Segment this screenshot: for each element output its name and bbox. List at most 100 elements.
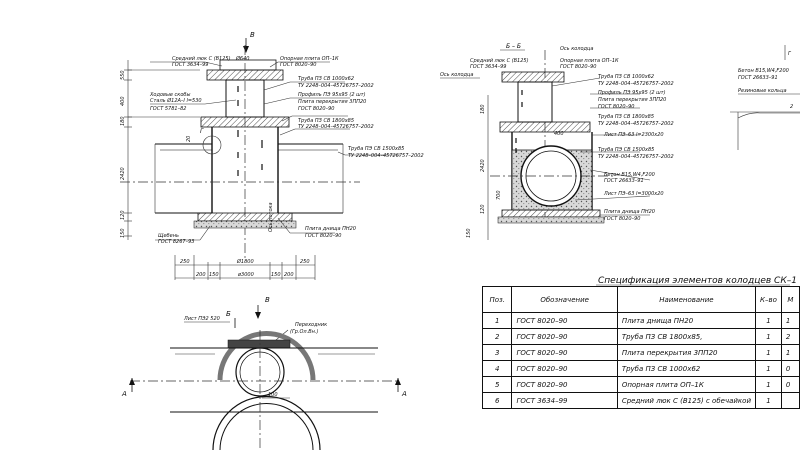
- col-code: Обозначение: [511, 286, 618, 313]
- row-qty: 1: [755, 344, 782, 361]
- row-code: ГОСТ 8020–90: [511, 376, 618, 393]
- label-well-axis-top: Ось колодца: [560, 46, 593, 52]
- row-name: Опорная плита ОП–1К: [616, 376, 757, 393]
- label-reducer-a: Переходник: [295, 322, 327, 328]
- label-pipe2-a-bb: Труба ПЗ СВ 1800х85: [598, 114, 654, 120]
- section-view-bb: Б – Б Ось колодца Средний люк С (В125) Г…: [440, 43, 674, 240]
- dim-h-200-right: 200: [284, 272, 294, 278]
- plan-mark-a-left: А: [121, 390, 127, 398]
- label-concrete-a-bb: Бетон В15,W4,F200: [604, 172, 655, 178]
- row-mass: 0: [780, 360, 800, 377]
- dim-v-550: 550: [120, 70, 126, 80]
- label-pipe3-b-bb: ТУ 2248–004–45726757–2002: [598, 154, 674, 160]
- label-rim-dim: Ø640: [235, 55, 249, 62]
- label-slab-top-b-bb: ГОСТ 8020–90: [560, 64, 596, 70]
- label-slab-top-a: Опорная плита ОП–1К: [280, 56, 339, 62]
- detail-mark-g: Г: [200, 128, 204, 135]
- dim-h-200-left: 200: [196, 272, 206, 278]
- label-bottom-a: Плита днища ПН20: [305, 226, 356, 232]
- label-reducer-b: (Гр.Ол.Вн.): [290, 329, 319, 335]
- dim-20: 20: [186, 136, 192, 142]
- row-qty: 1: [755, 328, 782, 345]
- bottom-slab-bb: [501, 209, 601, 218]
- label-rods-b: Сталь Ø12А–I l=530: [150, 97, 202, 104]
- dim-bb-400: 400: [554, 131, 564, 137]
- label-prof: Профиль ПЭ 95х95 (2 шт): [298, 92, 366, 98]
- label-rods-c: ГОСТ 5781–82: [150, 106, 186, 112]
- label-pipe2-a: Труба ПЗ СВ 1800х85: [298, 118, 354, 124]
- plan-view: В Б Лист ПЭ2 520 Переходник (Гр.Ол.Вн.) …: [121, 296, 407, 450]
- dim-bb-120: 120: [480, 204, 486, 214]
- plan-arrow-head-v: [255, 312, 261, 319]
- ladder-rungs: [237, 86, 263, 176]
- dim-v-150: 150: [120, 228, 126, 238]
- label-cover-a: Плита перекрытия 3ПП20: [298, 99, 366, 105]
- detail-mark-g-right: Г: [788, 51, 792, 57]
- outer-ring-inner: [219, 403, 314, 450]
- leader-lines-bb: [551, 77, 651, 216]
- label-slab-top-a-bb: Опорная плита ОП–1К: [560, 58, 619, 64]
- plan-arrow-head-a-left: [129, 378, 135, 385]
- row-pos: 3: [481, 344, 513, 361]
- row-mass: 1: [780, 312, 800, 329]
- arrow-head: [243, 46, 249, 53]
- table-row: 6 ГОСТ 3634–99 Средний люк С (В125) с об…: [481, 392, 800, 409]
- label-slab-top-b: ГОСТ 8020–90: [280, 62, 316, 68]
- col-name: Наименование: [616, 286, 757, 313]
- row-qty: 1: [755, 360, 782, 377]
- horizontal-dimension-chain: [174, 255, 316, 280]
- label-pipe3-b: ТУ 2248–004–45726757–2002: [348, 153, 424, 159]
- table-row: 2 ГОСТ 8020–90 Труба ПЗ СВ 1800х85, 1 2: [481, 328, 800, 345]
- plan-mark-v: В: [265, 296, 270, 304]
- row-pos: 2: [481, 328, 513, 345]
- table-row: 1 ГОСТ 8020–90 Плита днища ПН20 1 1: [481, 312, 800, 329]
- spec-header-row: Поз. Обозначение Наименование К–во М: [481, 286, 800, 313]
- label-cover-a-bb: Плита перекрытия 3ПП20: [598, 97, 666, 103]
- detail-view-g: Г Бетон В15,W4,F200 ГОСТ 26633–91 Резино…: [730, 45, 800, 150]
- row-code: ГОСТ 8020–90: [511, 360, 618, 377]
- plan-mark-b: Б: [226, 310, 231, 318]
- label-bottom-b-bb: ГОСТ 8020–90: [604, 216, 640, 222]
- row-name: Плита перекрытия 3ПП20: [616, 344, 757, 361]
- label-rim-a: Средний люк С (В125): [172, 56, 231, 62]
- table-row: 5 ГОСТ 8020–90 Опорная плита ОП–1К 1 0: [481, 376, 800, 393]
- outer-ring-outer: [212, 395, 321, 450]
- label-bottom-b: ГОСТ 8020–90: [305, 233, 341, 239]
- dim-detail-2: 2: [790, 104, 793, 110]
- top-plate: [227, 339, 291, 349]
- row-code: ГОСТ 8020–90: [511, 344, 618, 361]
- table-row: 3 ГОСТ 8020–90 Плита перекрытия 3ПП20 1 …: [481, 344, 800, 361]
- label-prof-bb: Профиль ПЭ 95х95 (2 шт): [598, 90, 666, 96]
- row-name: Плита днища ПН20: [616, 312, 757, 329]
- section-view-left: В: [120, 31, 424, 280]
- label-flow-axis: Ось потока: [268, 202, 274, 232]
- plan-dim-100: 100: [268, 392, 278, 398]
- gravel-base-bb: [497, 216, 605, 224]
- label-pipe1-b-bb: ТУ 2248–004–45726757–2002: [598, 81, 674, 87]
- row-mass: [780, 392, 800, 409]
- section-mark-v: В: [250, 31, 255, 39]
- dim-h-250-right: 250: [300, 259, 310, 265]
- dim-bb-180: 180: [480, 104, 486, 114]
- dim-bb-150: 150: [466, 228, 472, 238]
- label-pipe3-a-bb: Труба ПЭ СВ 1500х85: [598, 147, 654, 153]
- label-pipe1-a: Труба ПЗ СВ 1000х62: [298, 76, 354, 82]
- label-sheet-pe2: Лист ПЭ2 520: [183, 316, 220, 322]
- label-cover-b-bb: ГОСТ 8020–90: [598, 104, 634, 110]
- col-qty: К–во: [755, 286, 782, 313]
- label-base-b: ГОСТ 8267–93: [158, 239, 194, 245]
- neck-pipe-bb: [517, 81, 553, 123]
- label-rods-a: Ходовые скобы: [149, 92, 190, 98]
- dim-total-3000: ø3000: [237, 272, 254, 278]
- col-mass: М: [780, 286, 800, 313]
- row-code: ГОСТ 3634–99: [511, 392, 618, 409]
- label-pipe1-b: ТУ 2248–004–45726757–2002: [298, 83, 374, 89]
- detail-circle-g: [202, 135, 222, 155]
- label-pipe3-a: Труба ПЭ СВ 1500х85: [348, 146, 404, 152]
- support-slab-top-bb: [501, 71, 565, 83]
- dim-bb-700: 700: [496, 190, 502, 200]
- cover-slab-bb: [499, 121, 591, 133]
- dim-bb-2420: 2420: [480, 159, 486, 172]
- row-code: ГОСТ 8020–90: [511, 312, 618, 329]
